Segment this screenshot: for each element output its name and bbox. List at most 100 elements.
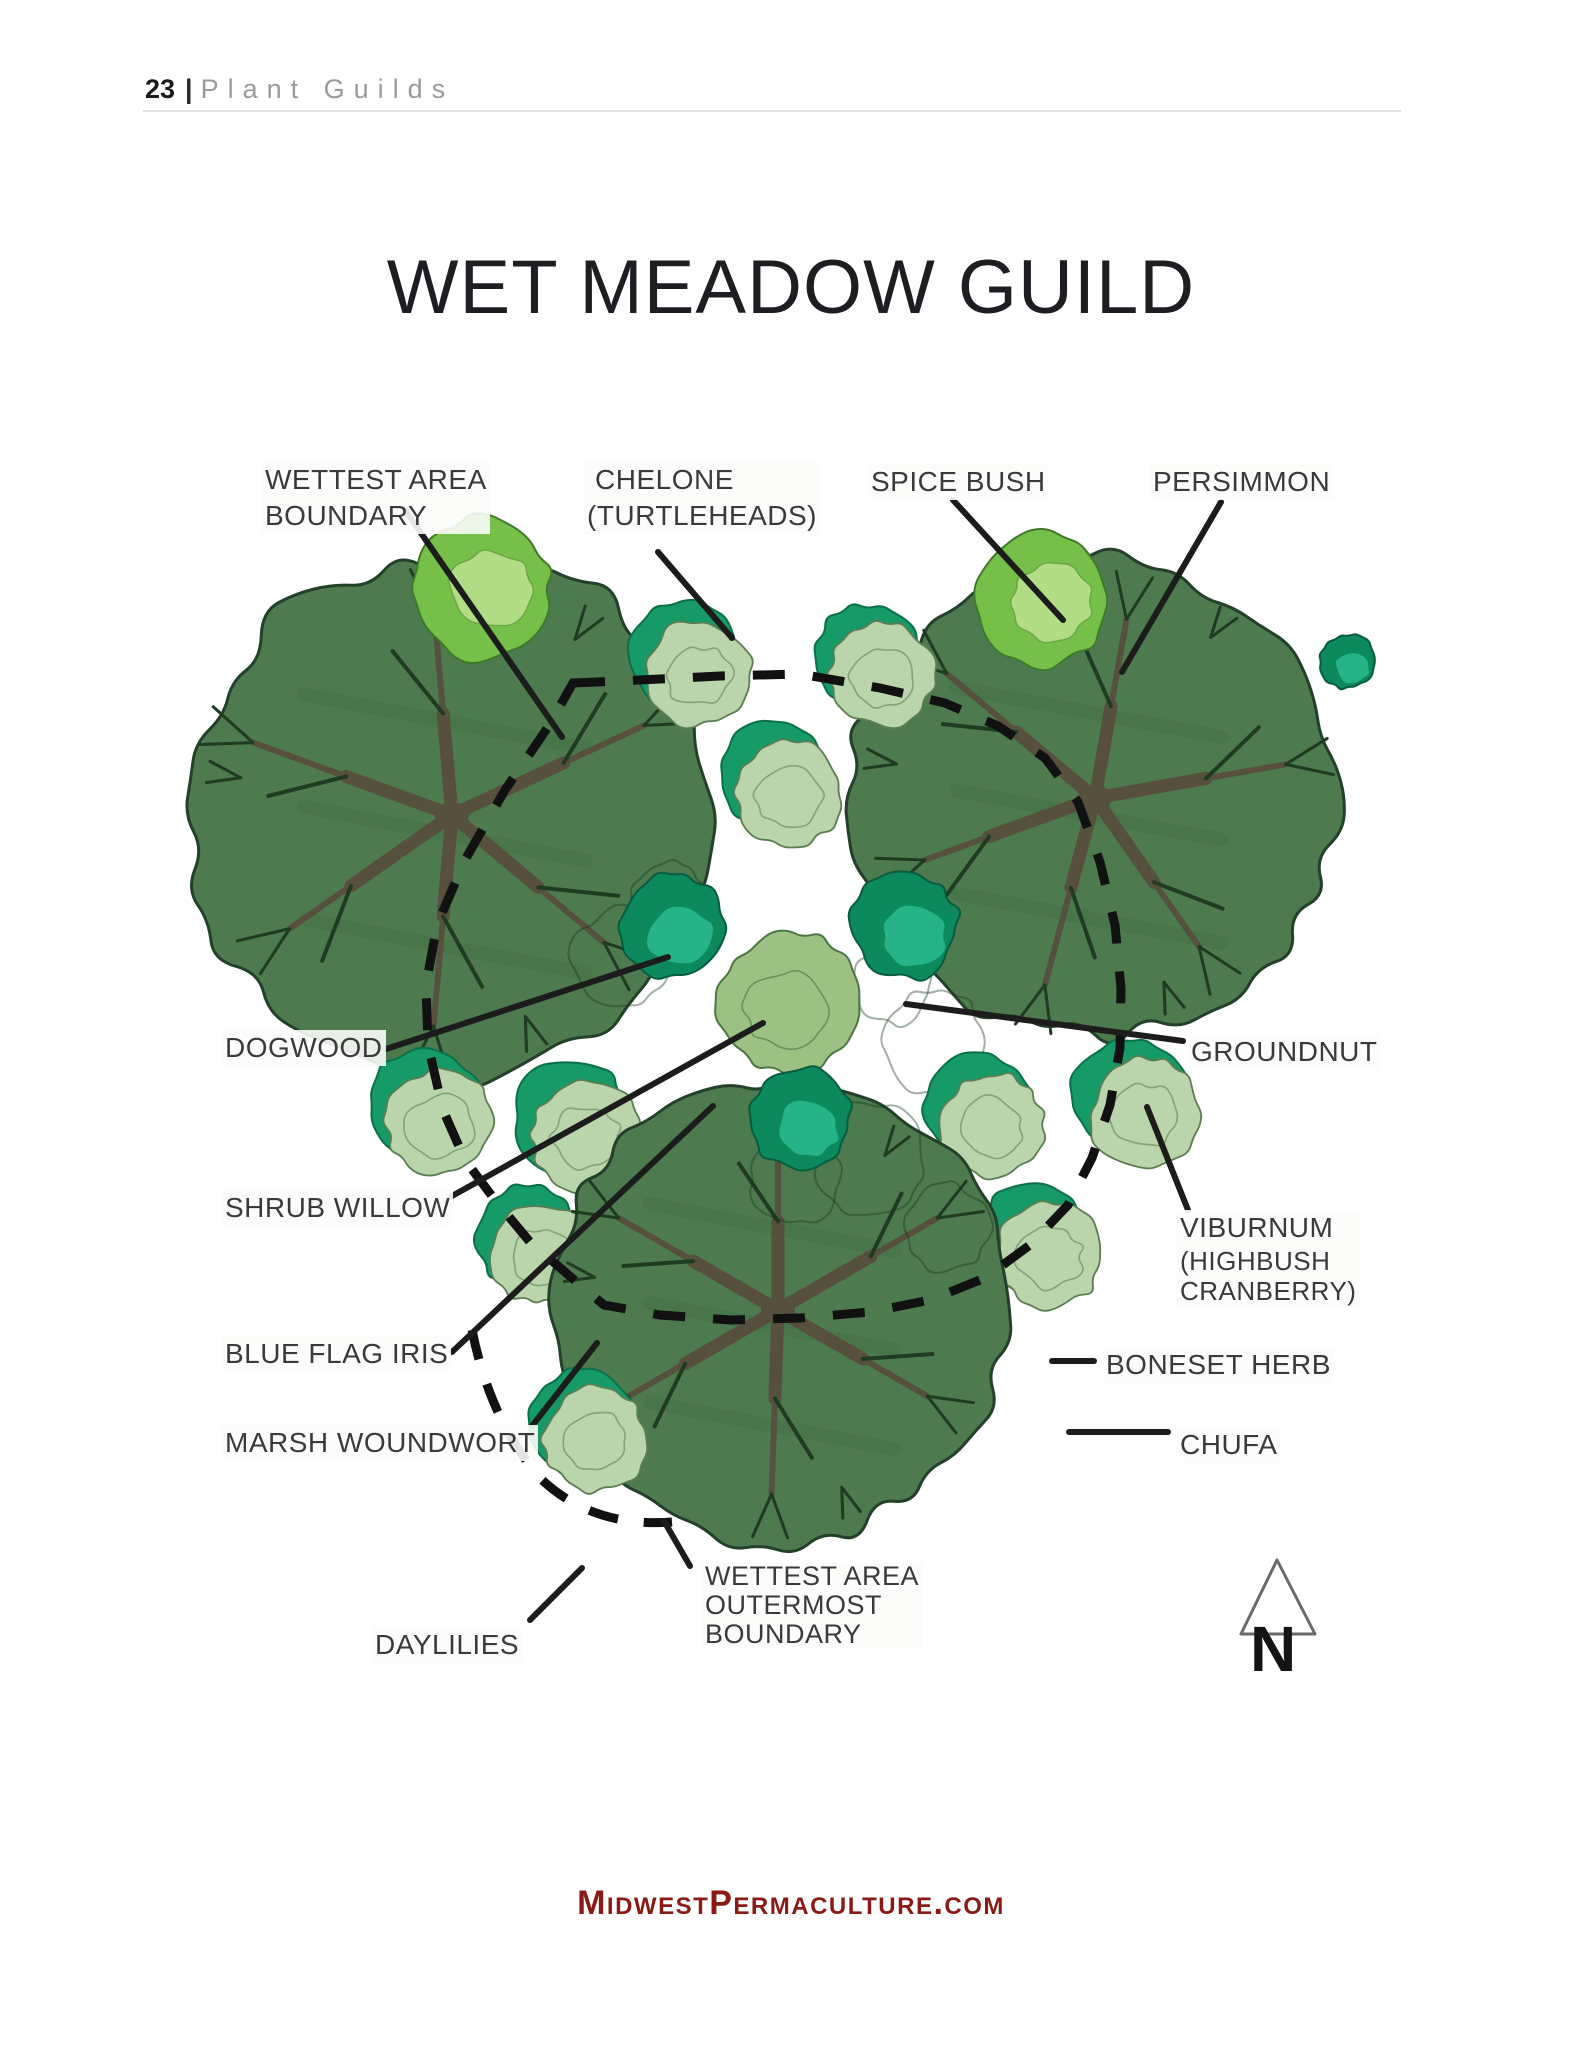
rim-twig xyxy=(1209,605,1222,639)
tree-twig xyxy=(320,883,354,963)
tree-branch xyxy=(625,1360,689,1400)
tree-branch xyxy=(1088,699,1118,805)
label-line: BOUNDARY xyxy=(265,500,428,531)
label-blue-flag-iris: BLUE FLAG IRIS xyxy=(222,1336,452,1372)
rim-twig xyxy=(566,1261,596,1279)
tree-branch xyxy=(771,1249,878,1317)
tree-branch xyxy=(430,913,447,1029)
wettest-area-boundary-dashes xyxy=(421,669,1126,1528)
tree-twig xyxy=(736,1161,780,1224)
shrub-teal-highlight xyxy=(647,906,714,964)
rim-twig xyxy=(840,1485,845,1520)
rim-twig xyxy=(883,1135,911,1157)
header-rule xyxy=(143,110,1401,112)
leader-line-wettest-area-outermost xyxy=(661,1518,693,1569)
label-viburnum: VIBURNUM (HIGHBUSH CRANBERRY) xyxy=(1177,1210,1360,1306)
north-triangle-icon xyxy=(1239,1558,1317,1636)
tree-branch xyxy=(250,739,350,780)
canopy-texture xyxy=(949,886,1228,950)
tree-twig xyxy=(652,1361,688,1429)
canopy-texture xyxy=(297,912,593,981)
tree-twig xyxy=(1197,945,1212,996)
tree-twig xyxy=(770,1492,790,1540)
tree-branch xyxy=(1202,761,1289,782)
tree-branch xyxy=(1151,879,1202,950)
shrub-teal-highlight xyxy=(1335,653,1369,684)
label-dogwood: DOGWOOD xyxy=(222,1030,386,1066)
leader-line-shrub-willow xyxy=(449,1020,766,1199)
tree-twig xyxy=(772,1396,814,1460)
label-shrub-willow: SHRUB WILLOW xyxy=(222,1190,454,1226)
rim-twig xyxy=(523,1014,549,1046)
tree-twig xyxy=(925,1394,975,1405)
label-line: BOUNDARY xyxy=(705,1619,862,1649)
diagram-title: WET MEADOW GUILD xyxy=(386,245,1196,330)
shrub-inner-texture xyxy=(403,1092,476,1160)
label-persimmon: PERSIMMON xyxy=(1150,464,1334,500)
tree-twig xyxy=(935,1209,986,1220)
shrub-inner-texture xyxy=(665,646,735,704)
label-line: OUTERMOST xyxy=(705,1590,882,1620)
tree-branch xyxy=(436,707,459,822)
leader-line-viburnum xyxy=(1144,1104,1191,1213)
leader-line-spice-bush xyxy=(950,497,1066,623)
tree-branch xyxy=(535,884,607,946)
center-shrub xyxy=(733,738,843,849)
tree-twig xyxy=(1284,762,1336,777)
rim-twig xyxy=(1162,980,1167,1016)
leader-lines xyxy=(383,497,1224,1623)
tree-trunk-center xyxy=(1078,785,1112,811)
shrub-teal-highlight xyxy=(779,1100,839,1156)
tree-twig xyxy=(1124,576,1154,621)
tree-branch xyxy=(943,670,1020,735)
tree-twig xyxy=(211,705,255,745)
tree-twig xyxy=(1197,945,1242,975)
wettest-area-boundary-line xyxy=(421,669,1126,1325)
label-line: WETTEST AREA xyxy=(705,1561,920,1591)
leader-line-persimmon xyxy=(1119,499,1224,675)
tree-branch xyxy=(921,833,993,864)
tree-twig xyxy=(588,1179,621,1220)
label-line: WETTEST AREA xyxy=(265,464,487,495)
tree-branch xyxy=(1041,884,1074,988)
tree-branch xyxy=(1088,771,1213,805)
rim-twig xyxy=(883,1124,896,1157)
leader-line-marsh-woundwort xyxy=(529,1340,600,1429)
tree-twig xyxy=(1284,736,1329,766)
tree-branch xyxy=(615,1214,697,1265)
tree-branch xyxy=(1088,791,1161,889)
tree-twig xyxy=(860,1352,935,1361)
shrub-inner-texture xyxy=(562,1411,626,1471)
label-line: CRANBERRY) xyxy=(1180,1276,1357,1306)
rim-twig xyxy=(840,1485,862,1514)
shrub-inner-texture xyxy=(847,648,914,709)
tree-branch xyxy=(1064,791,1102,895)
leader-line-blue-flag-iris xyxy=(449,1103,716,1355)
rim-twig xyxy=(204,776,243,785)
label-chufa: CHUFA xyxy=(1177,1427,1281,1463)
tree-trunk-center xyxy=(435,802,469,828)
shrub-willow xyxy=(714,929,861,1077)
leader-line-groundnut xyxy=(903,1001,1186,1044)
tree-twig xyxy=(868,1191,904,1259)
tree-twig xyxy=(925,1394,958,1435)
tree-twig xyxy=(874,856,927,862)
shrub-layer xyxy=(370,512,1376,1312)
footer-website: MidwestPermaculture.com xyxy=(577,1884,1005,1922)
tree-twig xyxy=(1152,880,1225,911)
leader-line-wettest-area-boundary xyxy=(402,507,565,740)
rim-twig xyxy=(523,1014,529,1053)
tree-twig xyxy=(1114,570,1128,621)
tree-twig xyxy=(441,914,485,989)
tree-branch xyxy=(339,770,459,822)
label-boneset-herb: BONESET HERB xyxy=(1103,1347,1334,1383)
tree-branch xyxy=(344,808,459,893)
rim-twig xyxy=(573,604,587,641)
rim-twig xyxy=(866,747,898,766)
label-marsh-woundwort: MARSH WOUNDWORT xyxy=(222,1425,539,1461)
tree-branch xyxy=(1108,616,1130,710)
label-line: (HIGHBUSH xyxy=(1180,1246,1331,1276)
tree-twig xyxy=(1203,725,1261,781)
tree-twig xyxy=(258,927,292,976)
leader-line-dogwood xyxy=(383,954,671,1052)
